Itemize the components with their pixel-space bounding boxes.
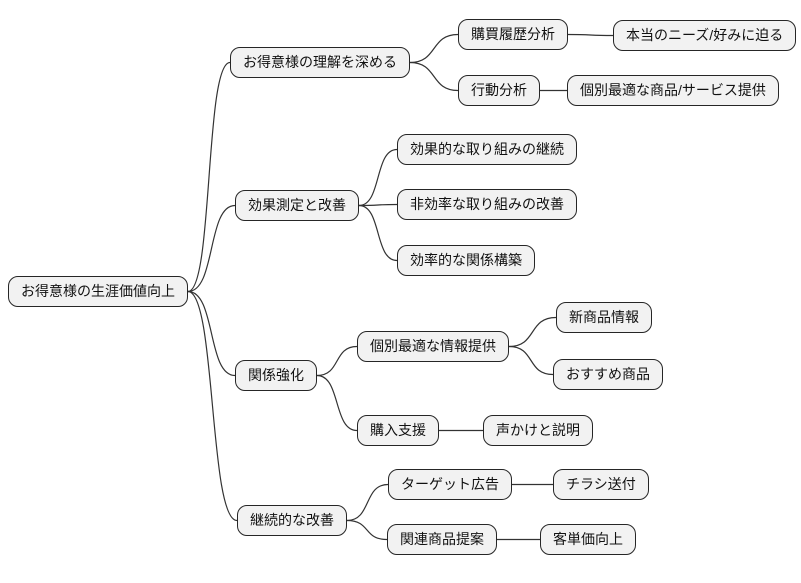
connector-line: [187, 204, 236, 293]
connector-line: [567, 33, 614, 37]
node-measure-and-improve: 効果測定と改善: [235, 190, 359, 221]
connector-line: [358, 203, 398, 207]
node-recommended-products: おすすめ商品: [553, 359, 663, 390]
node-flyer-delivery: チラシ送付: [553, 469, 649, 500]
connector-line: [409, 33, 459, 64]
node-outreach-and-explanation: 声かけと説明: [483, 415, 593, 446]
node-efficient-relationship-building: 効率的な関係構築: [397, 245, 535, 276]
node-strengthen-relationships: 関係強化: [235, 360, 317, 391]
connector-line: [346, 483, 389, 522]
connector-line: [187, 61, 231, 293]
connector-line: [316, 345, 358, 377]
connector-line: [508, 345, 554, 376]
node-new-product-info: 新商品情報: [556, 302, 652, 333]
connector-line: [508, 316, 557, 348]
node-behavior-analysis: 行動分析: [458, 75, 540, 106]
node-improve-inefficient-initiatives: 非効率な取り組みの改善: [397, 189, 577, 220]
node-continuous-improvement: 継続的な改善: [237, 505, 347, 536]
node-lifetime-value-improvement: お得意様の生涯価値向上: [8, 276, 188, 307]
node-personalized-information: 個別最適な情報提供: [357, 331, 509, 362]
node-related-product-suggestions: 関連商品提案: [387, 524, 497, 555]
node-uncover-true-needs: 本当のニーズ/好みに迫る: [613, 20, 797, 51]
node-continue-effective-initiatives: 効果的な取り組みの継続: [397, 134, 577, 165]
node-purchase-history-analysis: 購買履歴分析: [458, 19, 568, 50]
connector-line: [358, 148, 398, 207]
node-personalized-product-service: 個別最適な商品/サービス提供: [567, 75, 779, 106]
connector-line: [187, 290, 238, 522]
connector-line: [187, 290, 236, 377]
connector-line: [316, 374, 358, 432]
node-targeted-advertising: ターゲット広告: [388, 469, 512, 500]
node-increase-average-spend: 客単価向上: [540, 524, 636, 555]
node-purchase-support: 購入支援: [357, 415, 439, 446]
connector-line: [346, 519, 388, 541]
connector-line: [358, 204, 398, 262]
node-deepen-customer-understanding: お得意様の理解を深める: [230, 47, 410, 78]
connector-line: [409, 61, 459, 92]
